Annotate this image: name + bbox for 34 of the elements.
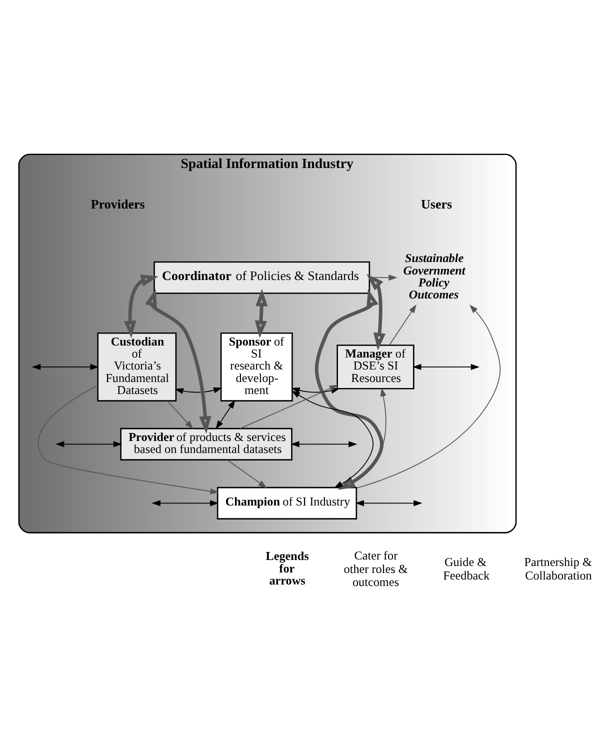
arrow <box>38 385 219 494</box>
arrow <box>412 364 480 370</box>
arrow <box>342 388 386 488</box>
arrow <box>388 304 416 346</box>
node-box: Manager of DSE’s SI Resources <box>336 344 414 390</box>
arrow <box>145 289 212 434</box>
legend-label: Guide & Feedback <box>443 555 490 582</box>
arrow <box>32 364 99 370</box>
arrow <box>291 390 374 488</box>
arrow <box>124 274 158 338</box>
arrow <box>152 500 219 506</box>
legend-label: Cater for other roles & outcomes <box>344 548 408 589</box>
node-box: Champion of SI Industry <box>216 486 358 520</box>
label: Providers <box>90 196 145 212</box>
arrow <box>366 274 386 350</box>
node-box: Provider of products & services based on fundamental datasets <box>120 428 292 460</box>
arrow <box>356 304 501 489</box>
arrow <box>174 387 222 394</box>
node-box: Coordinator of Policies & Standards <box>154 261 370 294</box>
arrow <box>240 384 338 429</box>
arrow <box>216 400 236 430</box>
label: Legends for arrows <box>266 549 309 588</box>
node-box: Custodian of Victoria’s Fundamental Datasets <box>97 332 177 402</box>
arrow <box>314 289 384 490</box>
arrow <box>355 500 422 506</box>
arrow <box>166 400 194 430</box>
arrow <box>227 460 268 488</box>
arrow <box>56 441 122 448</box>
label: Users <box>421 196 452 212</box>
arrow <box>290 441 358 448</box>
node-text: Sustainable Government Policy Outcomes <box>403 251 466 302</box>
node-box: Sponsor of SI research & develop- ment <box>220 332 293 402</box>
arrow <box>254 288 268 338</box>
legend-label: Partnership & Collaboration <box>524 555 592 582</box>
